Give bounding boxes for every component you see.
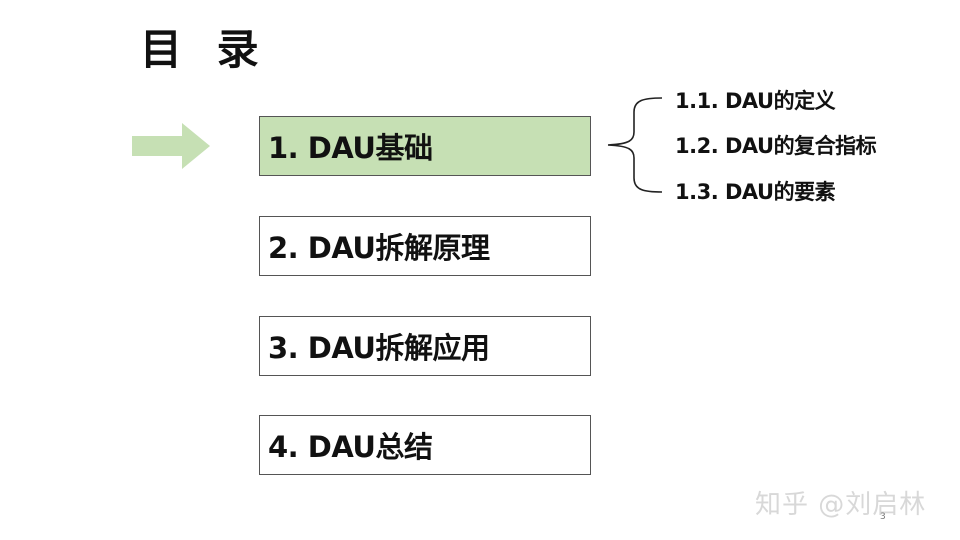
toc-item-dau-decomposition-principles[interactable]: 2. DAU拆解原理 <box>259 216 591 276</box>
toc-item-dau-basics[interactable]: 1. DAU基础 <box>259 116 591 176</box>
watermark: 知乎 @刘启林 <box>755 490 927 520</box>
arrow-right-icon <box>132 123 210 169</box>
toc-item-label: 3. DAU拆解应用 <box>268 331 490 365</box>
subitem-dau-elements[interactable]: 1.3. DAU的要素 <box>675 180 836 204</box>
toc-item-dau-decomposition-application[interactable]: 3. DAU拆解应用 <box>259 316 591 376</box>
subitem-dau-composite-metrics[interactable]: 1.2. DAU的复合指标 <box>675 134 877 158</box>
toc-item-label: 2. DAU拆解原理 <box>268 231 490 265</box>
slide-title: 目 录 <box>140 25 269 74</box>
toc-item-label: 4. DAU总结 <box>268 430 433 464</box>
subitem-dau-definition[interactable]: 1.1. DAU的定义 <box>675 89 836 113</box>
toc-item-label: 1. DAU基础 <box>268 131 433 165</box>
toc-item-dau-summary[interactable]: 4. DAU总结 <box>259 415 591 475</box>
curly-brace-icon <box>607 97 663 193</box>
page-number: 3 <box>880 512 886 522</box>
